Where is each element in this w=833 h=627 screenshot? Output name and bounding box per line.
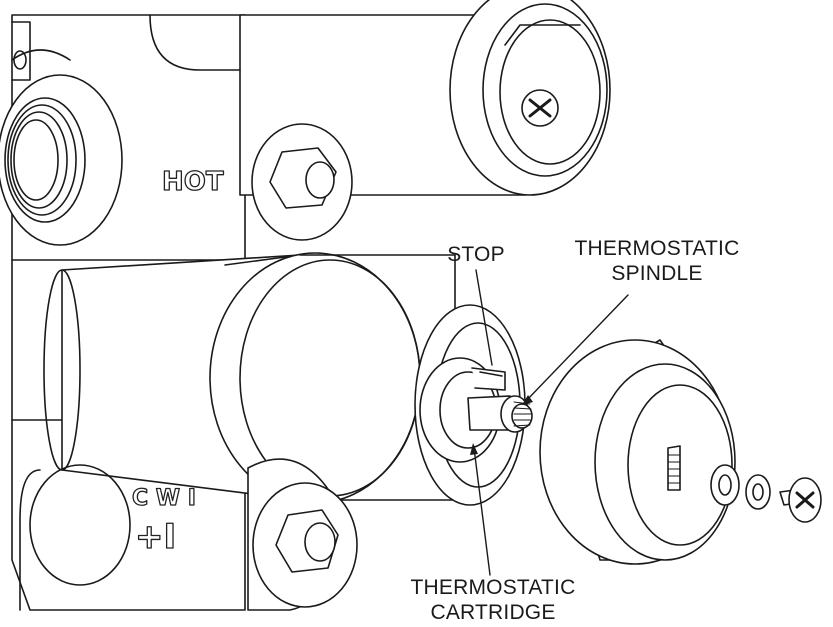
stop-label: STOP	[447, 243, 505, 266]
retaining-screw	[779, 477, 822, 523]
bottom-hex-nut	[247, 458, 358, 611]
cartridge-end	[419, 357, 533, 463]
spindle-leader	[524, 294, 629, 403]
top-hex-nut	[251, 123, 353, 241]
washer-large	[710, 464, 740, 506]
thermostatic-cartridge-label: THERMOSTATIC CARTRIDGE	[410, 576, 576, 624]
cold-marking: C W I +I	[131, 485, 196, 557]
cartridge-arrow	[470, 443, 478, 455]
svg-text:C W I: C W I	[132, 486, 196, 511]
washer-small	[745, 474, 771, 510]
threaded-port	[0, 21, 123, 246]
spindle-arrow	[522, 395, 533, 405]
hot-marking: HOT	[161, 166, 224, 197]
cartridge-leader	[473, 447, 491, 576]
thermostatic-spindle-label: THERMOSTATIC SPINDLE	[574, 237, 740, 285]
trim-sleeve	[539, 339, 736, 565]
bottom-boss	[19, 464, 131, 611]
svg-text:HOT: HOT	[162, 167, 224, 197]
stop-leader	[475, 269, 493, 366]
svg-text:+I: +I	[135, 517, 176, 557]
